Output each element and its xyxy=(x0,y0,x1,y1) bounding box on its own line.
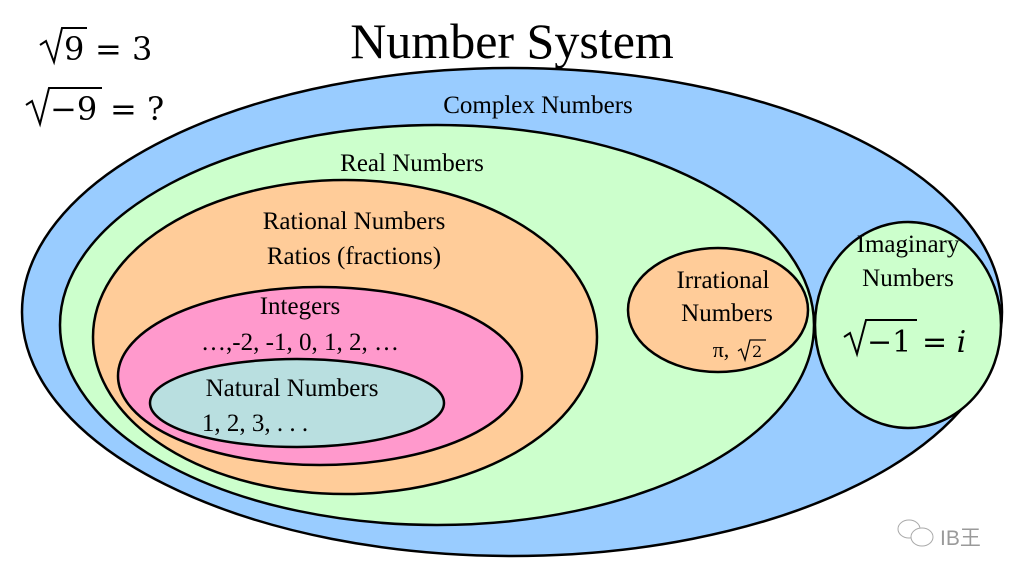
rhs: = i xyxy=(922,325,966,360)
imaginary-label-line1: Imaginary xyxy=(857,231,960,258)
radicand: −9 xyxy=(50,90,97,128)
sqrt2-radicand: 2 xyxy=(752,342,762,361)
integers-sublabel: …,-2, -1, 0, 1, 2, … xyxy=(201,329,399,356)
sqrt9-equation: 9 = 3 xyxy=(39,27,152,68)
irrational-numbers-set xyxy=(626,246,810,374)
rhs: = 3 xyxy=(95,30,152,68)
complex-numbers-label: Complex Numbers xyxy=(443,92,633,119)
pi-example: π, xyxy=(713,337,730,362)
rational-numbers-label: Rational Numbers xyxy=(263,208,446,235)
imaginary-numbers-set xyxy=(813,220,1003,430)
radical-sign-icon xyxy=(843,319,917,358)
real-numbers-label: Real Numbers xyxy=(340,150,484,177)
radicand: 9 xyxy=(64,30,84,68)
radicand: −1 xyxy=(867,325,911,360)
watermark-text: IB王 xyxy=(940,527,981,550)
imaginary-label-line2: Numbers xyxy=(862,265,954,292)
radical-sign-icon xyxy=(39,27,87,66)
sqrt-neg9-equation: −9 = ? xyxy=(25,87,164,128)
imaginary-unit-equation: −1 = i xyxy=(843,319,966,360)
page-title: Number System xyxy=(350,13,674,69)
radical-sign-icon xyxy=(25,87,102,128)
irrational-label-line2: Numbers xyxy=(681,300,773,327)
rhs: = ? xyxy=(110,90,164,128)
natural-numbers-label: Natural Numbers xyxy=(206,375,379,402)
wechat-icon xyxy=(897,519,934,547)
integers-label: Integers xyxy=(260,293,341,320)
irrational-label-line1: Irrational xyxy=(676,267,769,294)
watermark: IB王 xyxy=(897,519,981,550)
radical-sign-icon xyxy=(737,339,766,363)
rational-numbers-sublabel: Ratios (fractions) xyxy=(267,243,441,270)
natural-numbers-set xyxy=(148,357,446,449)
natural-numbers-sublabel: 1, 2, 3, . . . xyxy=(202,410,308,437)
